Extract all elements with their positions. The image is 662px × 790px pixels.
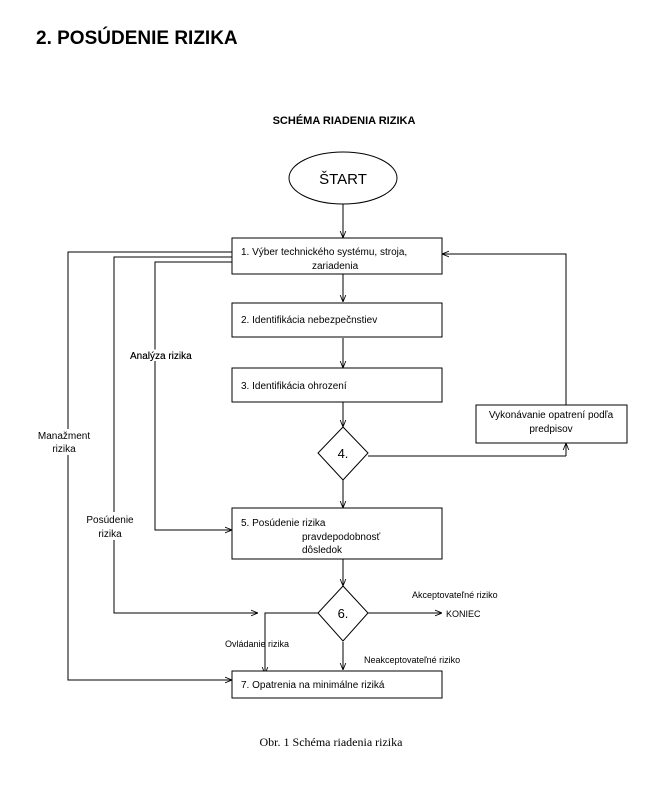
management-label-bg [32,429,94,455]
label-analysis: Analýza rizika [130,351,192,362]
diagram-title: SCHÉMA RIADENIA RIZIKA [273,114,416,127]
figure-caption: Obr. 1 Schéma riadenia rizika [259,735,403,749]
assessment-label-bg [86,512,136,540]
arrow-measures-to-step1 [442,254,567,405]
step1-line2: zariadenia [312,261,359,272]
measures-line1: Vykonávanie opatrení podľa [489,410,614,421]
label-management-line1: Manažment [38,431,90,442]
label-control: Ovládanie rizika [225,639,289,649]
step5-box [231,507,443,560]
page-title: 2. POSÚDENIE RIZIKA [36,28,238,49]
step3-box [231,367,443,403]
measures-box [475,404,628,444]
line-management-risk [67,251,232,680]
decision4-diamond [317,426,369,481]
step7-box [231,670,443,699]
arrow-control-risk [265,612,318,674]
step5-line3: dôsledok [302,545,343,556]
line-analysis-risk [154,261,232,530]
decision4-label: 4. [338,446,349,461]
line-assessment-risk [113,256,258,613]
step3-label: 3. Identifikácia ohrození [241,381,347,392]
label-acceptable: Akceptovateľné riziko [412,590,498,600]
step2-box [231,302,443,338]
step2-label: 2. Identifikácia nebezpečnstiev [241,315,377,326]
label-management-line2: rizika [52,444,76,455]
step1-line1: 1. Výber technického systému, stroja, [241,247,407,258]
label-end: KONIEC [446,609,481,619]
measures-line2: predpisov [529,424,572,435]
label-analysis-text: Analýza rizika [130,351,192,362]
label-unacceptable: Neakceptovateľné riziko [364,655,460,665]
decision6-diamond [317,585,369,642]
label-assessment-line2: rizika [98,529,122,540]
start-label: ŠTART [319,171,367,188]
step7-label: 7. Opatrenia na minimálne riziká [241,680,385,691]
step1-box [231,237,443,275]
step5-line1: 5. Posúdenie rizika [241,518,326,529]
decision6-label: 6. [338,606,349,621]
label-assessment-line1: Posúdenie [86,515,134,526]
step5-line2: pravdepodobnosť [302,532,381,543]
